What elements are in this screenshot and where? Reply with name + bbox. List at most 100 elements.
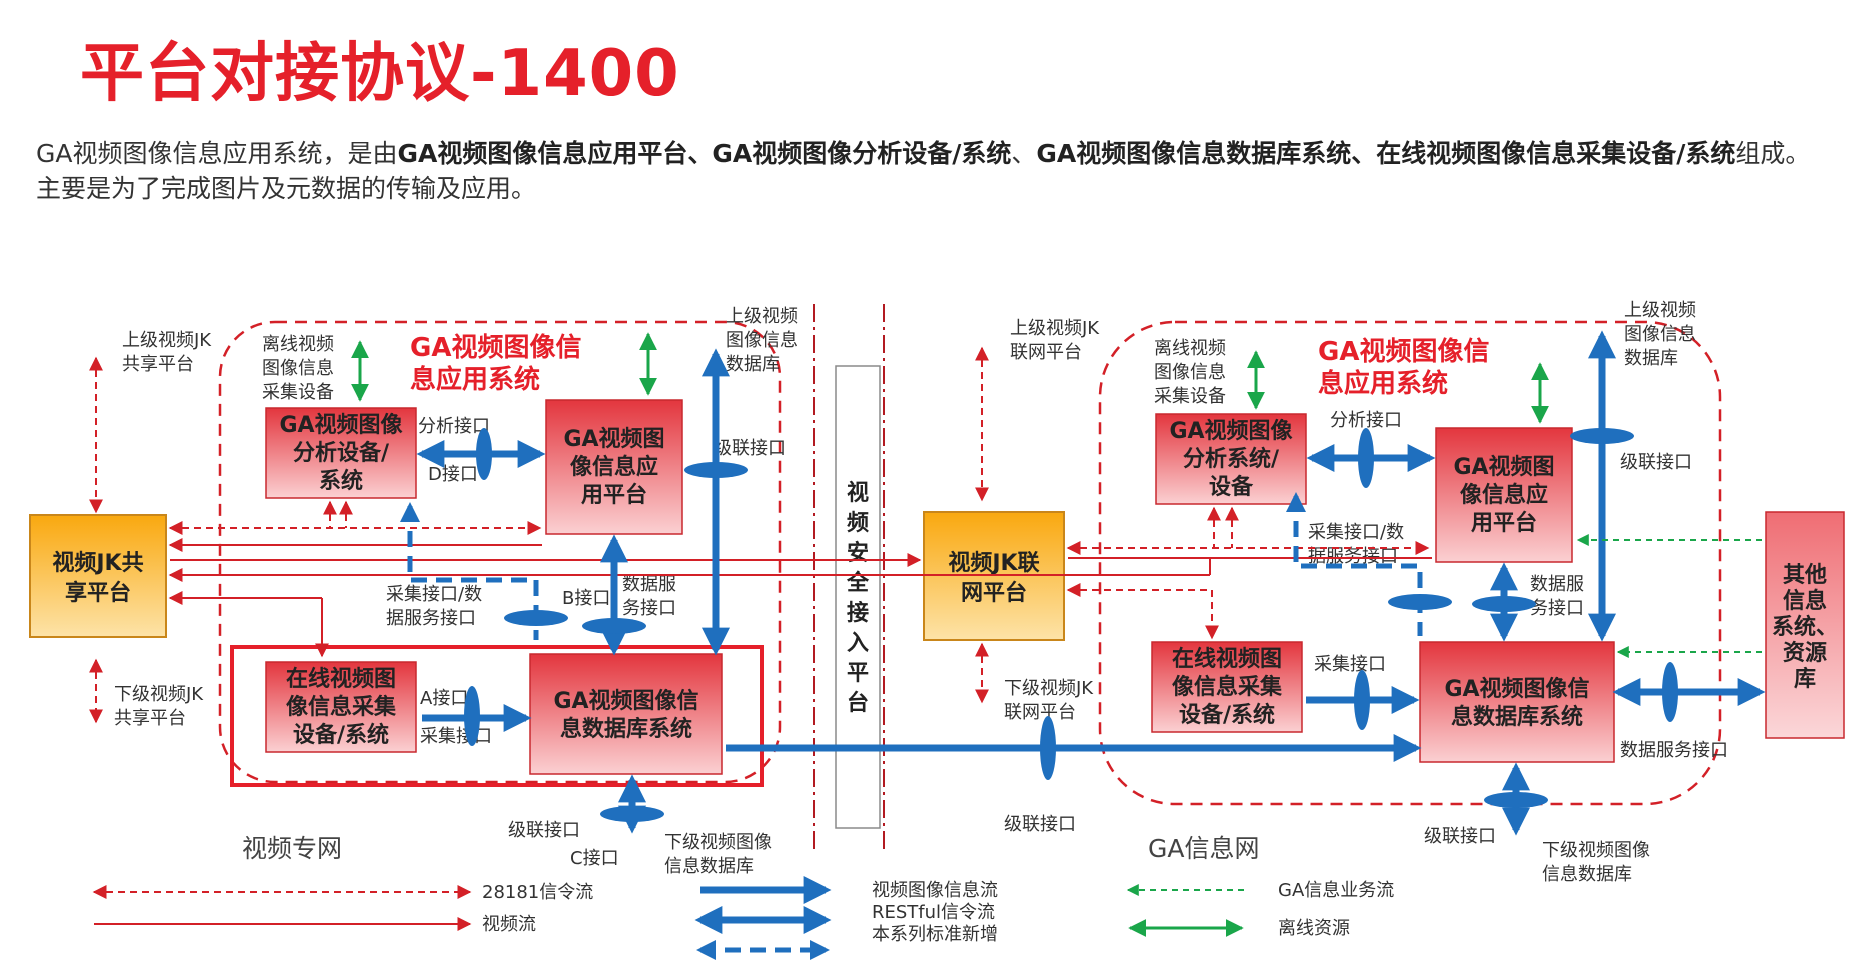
other-systems-box: 其他 信息 系统、 资源 库 — [1765, 511, 1845, 739]
left-collect-interface-label-1: 采集接口/数 — [386, 584, 482, 605]
right-data-service-label: 数据服务接口 — [1620, 740, 1728, 761]
right-collect-label: 采集接口 — [1314, 654, 1386, 675]
right-collect-interface-label-1: 采集接口/数 — [1308, 522, 1404, 543]
left-offline-label-2: 图像信息 — [262, 358, 334, 379]
right-offline-label-3: 采集设备 — [1154, 386, 1226, 407]
legend: 28181信令流 视频流 视频图像信息流 RESTful信令流 本系列标准新增 … — [92, 876, 1394, 960]
left-analysis-label-1: GA视频图像 — [279, 412, 403, 438]
left-db-label-1: GA视频图像信 — [553, 688, 698, 714]
left-offline-label-3: 采集设备 — [262, 382, 334, 403]
left-analysis-label-3: 系统 — [319, 468, 363, 494]
right-lower-db-label-1: 下级视频图像 — [1542, 840, 1650, 861]
left-app-platform-box: GA视频图 像信息应 用平台 — [545, 399, 683, 535]
right-analysis-label-1: GA视频图像 — [1169, 418, 1293, 444]
legend-video: 视频流 — [94, 914, 536, 935]
video-private-network-label: 视频专网 — [242, 834, 342, 863]
right-online-label-3: 设备/系统 — [1179, 702, 1275, 728]
left-analysis-device-box: GA视频图像 分析设备/ 系统 — [265, 407, 417, 499]
video-stream-flows — [168, 538, 1432, 658]
right-db-label-1: GA视频图像信 — [1444, 676, 1589, 702]
security-char-2: 频 — [847, 511, 869, 536]
left-lower-db-label-2: 信息数据库 — [664, 856, 754, 877]
right-online-label-1: 在线视频图 — [1172, 646, 1282, 672]
ga-business-flows — [1576, 534, 1762, 658]
right-offline-label-2: 图像信息 — [1154, 362, 1226, 383]
legend-28181-label: 28181信令流 — [482, 882, 593, 903]
right-group-title-2: 息应用系统 — [1318, 368, 1448, 399]
right-upper-db-label-1: 上级视频 — [1624, 300, 1696, 321]
security-char-4: 全 — [846, 570, 870, 596]
left-collect-interface-label-2: 据服务接口 — [386, 608, 476, 629]
lower-jk-label-1: 下级视频JK — [114, 684, 204, 705]
right-platform-label-2: 像信息应 — [1460, 482, 1548, 508]
right-database-box: GA视频图像信 息数据库系统 — [1419, 641, 1615, 763]
right-analysis-interface-label: 分析接口 — [1330, 410, 1402, 431]
left-data-interface-label-2: 务接口 — [622, 598, 676, 619]
signalling-flows — [89, 346, 1430, 724]
legend-offline-label: 离线资源 — [1278, 918, 1350, 939]
legend-image-info-label: 视频图像信息流 — [872, 880, 998, 901]
right-upper-db-label-3: 数据库 — [1624, 348, 1678, 369]
left-c-interface-label: C接口 — [570, 848, 619, 869]
upper-jk-network-label-1: 上级视频JK — [1010, 318, 1100, 339]
left-online-label-2: 像信息采集 — [286, 694, 397, 720]
legend-ga-business-label: GA信息业务流 — [1278, 880, 1394, 901]
left-collect-label: 采集接口 — [420, 726, 492, 747]
left-database-box: GA视频图像信 息数据库系统 — [529, 653, 723, 775]
left-offline-label-1: 离线视频 — [262, 334, 334, 355]
right-platform-label-1: GA视频图 — [1453, 454, 1554, 480]
right-platform-label-3: 用平台 — [1471, 510, 1537, 536]
jk-sharing-label-2: 享平台 — [65, 580, 131, 606]
security-char-7: 平 — [847, 661, 869, 686]
page-title: 平台对接协议-1400 — [80, 37, 680, 111]
left-system-boundary — [218, 320, 782, 784]
jk-sharing-platform: 视频JK共 享平台 — [29, 514, 167, 638]
right-analysis-label-3: 设备 — [1209, 474, 1254, 500]
left-data-interface-label-1: 数据服 — [622, 574, 676, 595]
legend-ga-business: GA信息业务流 — [1126, 880, 1394, 901]
right-online-label-2: 像信息采集 — [1172, 674, 1283, 700]
intro-paragraph: GA视频图像信息应用系统，是由GA视频图像信息应用平台、GA视频图像分析设备/系… — [36, 136, 1826, 206]
left-analysis-interface-label: 分析接口 — [418, 416, 490, 437]
jk-network-label-2: 网平台 — [961, 580, 1027, 606]
left-online-collection-box: 在线视频图 像信息采集 设备/系统 — [265, 661, 417, 753]
lower-jk-network-label-1: 下级视频JK — [1004, 678, 1094, 699]
right-group-title-1: GA视频图像信 — [1318, 337, 1489, 367]
left-group-title-2: 息应用系统 — [410, 364, 540, 395]
other-systems-label-2: 信息 — [1783, 588, 1827, 614]
left-a-interface-label: A接口 — [420, 688, 468, 709]
intro-bold-2: GA视频图像信息数据库系统、在线视频图像信息采集设备/系统 — [1036, 139, 1736, 168]
legend-new-standard: 本系列标准新增 — [696, 924, 998, 960]
legend-new-standard-label: 本系列标准新增 — [872, 924, 998, 945]
legend-video-label: 视频流 — [482, 914, 536, 935]
security-access-platform: 视 频 安 全 接 入 平 台 — [835, 365, 881, 829]
right-data-interface-label-2: 务接口 — [1530, 598, 1584, 619]
upper-jk-label-1: 上级视频JK — [122, 330, 212, 351]
right-db-label-2: 息数据库系统 — [1451, 704, 1583, 730]
right-online-collection-box: 在线视频图 像信息采集 设备/系统 — [1151, 641, 1303, 733]
left-upper-db-label-2: 图像信息 — [726, 330, 798, 351]
intro-text-1: GA视频图像信息应用系统，是由 — [36, 139, 398, 168]
right-analysis-label-2: 分析系统/ — [1183, 446, 1280, 472]
left-group-title-1: GA视频图像信 — [410, 333, 581, 363]
legend-image-info: 视频图像信息流 — [700, 876, 998, 904]
left-platform-label-2: 像信息应 — [570, 454, 658, 480]
left-cascade-bottom-label: 级联接口 — [508, 820, 580, 841]
security-char-5: 接 — [847, 601, 869, 626]
security-char-1: 视 — [847, 480, 869, 506]
lower-jk-network-label-2: 联网平台 — [1004, 702, 1076, 723]
right-cascade-bottom-label: 级联接口 — [1424, 826, 1496, 847]
ga-info-network-label: GA信息网 — [1148, 834, 1259, 863]
security-char-6: 入 — [847, 631, 869, 656]
interface-markers — [464, 428, 1678, 822]
legend-restful: RESTful信令流 — [694, 902, 995, 934]
left-d-interface-label: D接口 — [428, 464, 478, 485]
jk-sharing-label-1: 视频JK共 — [52, 550, 143, 576]
middle-cascade-label: 级联接口 — [1004, 814, 1076, 835]
right-app-platform-box: GA视频图 像信息应 用平台 — [1435, 427, 1573, 563]
right-analysis-system-box: GA视频图像 分析系统/ 设备 — [1155, 413, 1307, 505]
upper-jk-label-2: 共享平台 — [122, 354, 194, 375]
left-db-label-2: 息数据库系统 — [560, 716, 692, 742]
right-cascade-interface-label: 级联接口 — [1620, 452, 1692, 473]
other-systems-label-4: 资源 — [1783, 641, 1827, 666]
